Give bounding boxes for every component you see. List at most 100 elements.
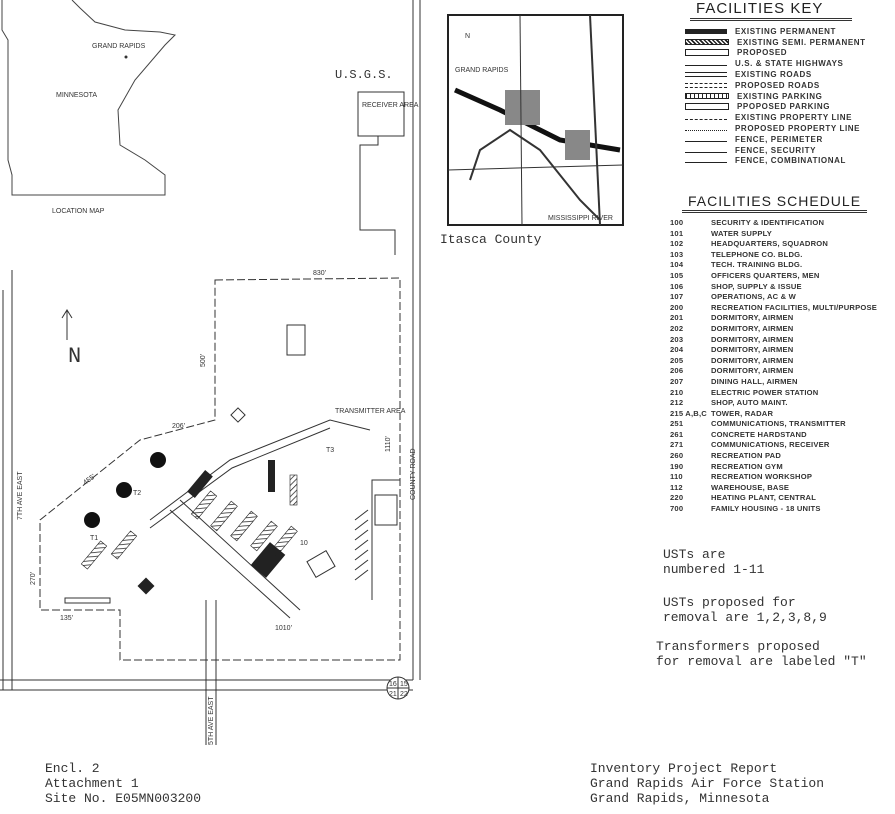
schedule-item-number: 210 — [670, 387, 684, 397]
ust-removal-note: USTs proposed for removal are 1,2,3,8,9 — [663, 595, 827, 625]
schedule-item-name: DORMITORY, AIRMEN — [711, 345, 794, 355]
dim-low-left: 135' — [60, 615, 73, 622]
schedule-item-number: 190 — [670, 461, 684, 471]
schedule-item: 106 SHOP, SUPPLY & ISSUE — [670, 282, 877, 293]
schedule-item-name: DORMITORY, AIRMEN — [711, 334, 794, 344]
schedule-item-name: RECREATION FACILITIES, MULTI/PURPOSE — [711, 302, 877, 312]
dim-right: 1110' — [385, 436, 392, 452]
schedule-item-number: 271 — [670, 440, 684, 450]
section-15: 15 — [400, 681, 408, 688]
solid-bar-symbol-icon — [685, 29, 727, 35]
schedule-item-number: 204 — [670, 345, 684, 355]
schedule-item-number: 201 — [670, 313, 684, 323]
schedule-item-number: 215 A,B,C — [670, 408, 707, 418]
schedule-item-number: 110 — [670, 472, 683, 482]
location-map-caption: LOCATION MAP — [52, 208, 105, 215]
inset-caption: Itasca County — [440, 232, 542, 247]
key-item-label: PPOPOSED PARKING — [737, 102, 831, 112]
schedule-item-number: 207 — [670, 376, 684, 386]
schedule-item-name: COMMUNICATIONS, RECEIVER — [711, 440, 830, 450]
key-item-label: EXISTING PROPERTY LINE — [735, 113, 853, 123]
facilities-schedule: FACILITIES SCHEDULE 100 SECURITY & IDENTI… — [670, 193, 877, 515]
key-item: EXISTING PROPERTY LINE — [685, 112, 866, 123]
dash-line-symbol-icon — [685, 119, 727, 121]
facilities-schedule-title: FACILITIES SCHEDULE — [682, 193, 868, 213]
inset-city-label: GRAND RAPIDS — [455, 67, 509, 74]
section-21: 21 — [389, 691, 397, 698]
schedule-item-name: OFFICERS QUARTERS, MEN — [711, 270, 820, 280]
schedule-item-number: 260 — [670, 451, 684, 461]
location-state-label: MINNESOTA — [56, 92, 97, 99]
schedule-item-number: 203 — [670, 334, 684, 344]
double-line-symbol-icon — [685, 72, 727, 78]
schedule-item: 100 SECURITY & IDENTIFICATION — [670, 218, 877, 229]
x-line-symbol-icon — [685, 140, 727, 142]
key-item: PROPOSED — [685, 48, 866, 59]
transformer-t3: T3 — [326, 447, 334, 454]
schedule-item: 103 TELEPHONE CO. BLDG. — [670, 250, 877, 261]
dim-diag: 455' — [82, 473, 97, 486]
schedule-item-number: 212 — [670, 398, 684, 408]
schedule-item-name: WATER SUPPLY — [711, 228, 773, 238]
transformer-t1: T1 — [90, 535, 98, 542]
schedule-item-name: SHOP, SUPPLY & ISSUE — [711, 281, 802, 291]
section-16: 16 — [389, 681, 397, 688]
dim-bottom: 1010' — [275, 625, 292, 632]
schedule-item-name: DINING HALL, AIRMEN — [711, 376, 798, 386]
section-corner-marker: 16 15 21 22 — [386, 676, 410, 700]
key-item-label: FENCE, COMBINATIONAL — [735, 156, 846, 166]
usgs-label: U.S.G.S. — [335, 68, 393, 82]
schedule-item: 212 SHOP, AUTO MAINT. — [670, 398, 877, 409]
schedule-item-name: CONCRETE HARDSTAND — [711, 429, 807, 439]
schedule-item-number: 205 — [670, 355, 684, 365]
schedule-item-name: TOWER, RADAR — [711, 408, 774, 418]
facilities-key-title: FACILITIES KEY — [690, 0, 852, 21]
schedule-item-number: 107 — [670, 292, 684, 302]
footer-attachment-info: Encl. 2 Attachment 1 Site No. E05MN00320… — [45, 761, 202, 806]
key-item-label: FENCE, PERIMETER — [735, 134, 823, 144]
circle-line-symbol-icon — [685, 65, 727, 67]
schedule-item-number: 100 — [670, 218, 684, 227]
location-city-label: GRAND RAPIDS — [92, 43, 146, 50]
key-item-label: U.S. & STATE HIGHWAYS — [735, 59, 844, 69]
schedule-item-number: 103 — [670, 249, 684, 259]
ust-numbered-note: USTs are numbered 1-11 — [663, 547, 765, 577]
schedule-item-number: 251 — [670, 419, 684, 429]
o-line-symbol-icon — [685, 151, 727, 153]
schedule-item-name: SECURITY & IDENTIFICATION — [711, 218, 825, 227]
dot-dash-line-symbol-icon — [685, 130, 727, 132]
schedule-item-number: 106 — [670, 281, 684, 291]
left-road-label: 7TH AVE EAST — [17, 471, 24, 520]
schedule-item-name: WAREHOUSE, BASE — [711, 482, 790, 492]
schedule-item-name: TELEPHONE CO. BLDG. — [711, 249, 803, 259]
dotted-box-symbol-icon — [685, 93, 729, 100]
schedule-item-number: 261 — [670, 429, 684, 439]
schedule-item-name: RECREATION WORKSHOP — [711, 472, 813, 482]
receiver-area-label: RECEIVER AREA — [362, 102, 419, 109]
dot-line-symbol-icon — [685, 162, 727, 164]
schedule-item: 271 COMMUNICATIONS, RECEIVER — [670, 440, 877, 451]
schedule-item-name: RECREATION PAD — [711, 451, 782, 461]
open-box-symbol-icon — [685, 49, 729, 57]
schedule-item-name: TECH. TRAINING BLDG. — [711, 260, 803, 270]
schedule-item-number: 220 — [670, 493, 684, 503]
schedule-item-number: 700 — [670, 504, 684, 514]
schedule-item-name: ELECTRIC POWER STATION — [711, 387, 819, 397]
north-arrow-label: N — [68, 344, 81, 369]
minnesota-outline — [1, 0, 177, 196]
schedule-item-name: DORMITORY, AIRMEN — [711, 323, 794, 333]
schedule-item: 215 A,B,C TOWER, RADAR — [670, 409, 877, 420]
schedule-item: 207 DINING HALL, AIRMEN — [670, 377, 877, 388]
dim-left: 206' — [172, 423, 185, 430]
schedule-item-number: 200 — [670, 302, 684, 312]
grand-rapids-dot — [124, 55, 128, 59]
schedule-item-name: SHOP, AUTO MAINT. — [711, 398, 788, 408]
schedule-item-number: 102 — [670, 239, 684, 249]
